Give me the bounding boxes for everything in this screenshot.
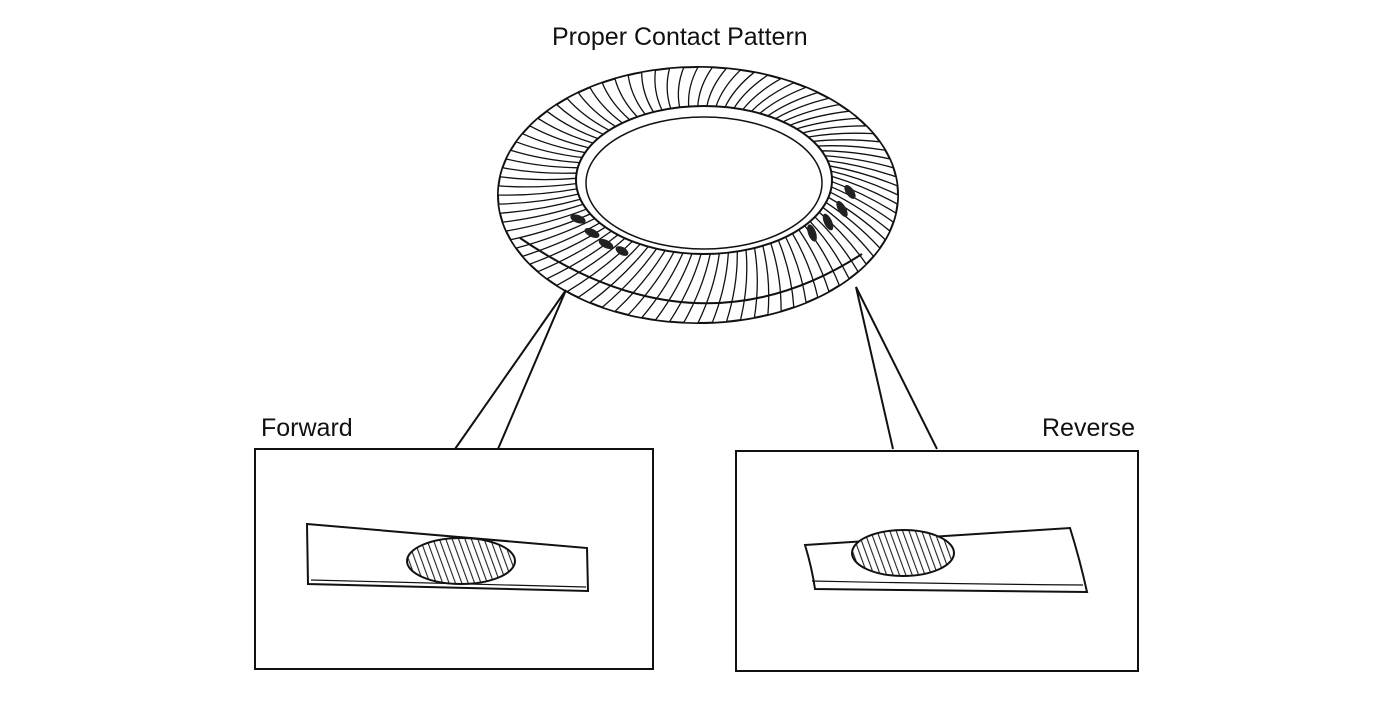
contact-mark <box>584 228 600 238</box>
gear-bottom-rim <box>519 237 863 305</box>
contact-mark <box>844 185 856 199</box>
diagram-title: Proper Contact Pattern <box>552 23 808 51</box>
forward-panel <box>254 448 654 670</box>
forward-label: Forward <box>261 414 353 442</box>
contact-mark <box>615 246 629 256</box>
contact-mark <box>836 200 848 218</box>
contact-marks-left <box>570 214 629 256</box>
contact-marks-right <box>807 185 856 242</box>
contact-mark <box>822 213 834 231</box>
reverse-callout-line <box>855 286 938 450</box>
reverse-panel <box>735 450 1139 672</box>
contact-mark <box>807 224 817 242</box>
gear-bore-inner <box>585 116 823 250</box>
contact-mark <box>598 238 614 250</box>
forward-callout-line <box>454 289 567 450</box>
forward-contact-patch <box>406 537 516 585</box>
reverse-label: Reverse <box>1042 414 1136 442</box>
reverse-contact-patch <box>851 529 955 577</box>
contact-mark <box>570 214 586 224</box>
ring-gear-icon <box>497 66 899 324</box>
